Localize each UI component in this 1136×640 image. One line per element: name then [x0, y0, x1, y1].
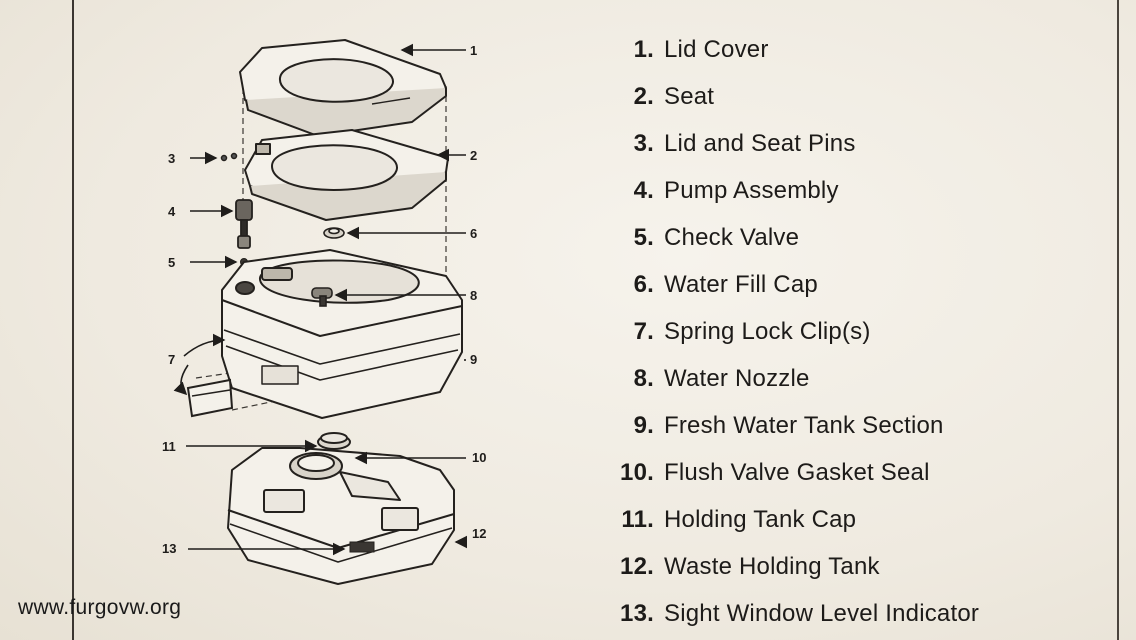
legend-item: 4. Pump Assembly [598, 167, 1108, 214]
part-pump-assembly [235, 199, 253, 249]
legend-item: 9. Fresh Water Tank Section [598, 402, 1108, 449]
legend-number: 6. [633, 270, 654, 298]
legend-label: Flush Valve Gasket Seal [664, 458, 930, 486]
legend-label: Check Valve [664, 223, 800, 251]
parts-legend: 1. Lid Cover 2. Seat 3. Lid and Seat Pins 4… [598, 26, 1108, 637]
legend-label: Water Nozzle [664, 364, 810, 392]
legend-label: Waste Holding Tank [664, 552, 880, 580]
part-sight-window [349, 541, 375, 553]
part-waste-holding-tank [227, 447, 455, 585]
legend-label: Lid and Seat Pins [664, 129, 856, 157]
legend-label: Water Fill Cap [664, 270, 818, 298]
callout-3: 3 [168, 151, 175, 166]
legend-label: Fresh Water Tank Section [664, 411, 944, 439]
legend-number: 5. [633, 223, 654, 251]
legend-number: 2. [633, 82, 654, 110]
legend-number: 10. [620, 458, 654, 486]
legend-item: 12. Waste Holding Tank [598, 543, 1108, 590]
legend-item: 13. Sight Window Level Indicator [598, 590, 1108, 637]
part-spring-lock-clip [186, 378, 234, 418]
legend-item: 7. Spring Lock Clip(s) [598, 308, 1108, 355]
legend-item: 5. Check Valve [598, 214, 1108, 261]
page-border-left [72, 0, 74, 640]
callout-1: 1 [470, 43, 477, 58]
legend-number: 9. [633, 411, 654, 439]
watermark: www.furgovw.org [18, 596, 182, 619]
legend-number: 11. [621, 505, 654, 533]
callout-12: 12 [472, 526, 486, 541]
legend-item: 2. Seat [598, 73, 1108, 120]
legend-item: 11. Holding Tank Cap [598, 496, 1108, 543]
legend-item: 1. Lid Cover [598, 26, 1108, 73]
callout-8: 8 [470, 288, 477, 303]
legend-item: 10. Flush Valve Gasket Seal [598, 449, 1108, 496]
part-pins [220, 152, 238, 162]
callout-7: 7 [168, 352, 175, 367]
callout-5: 5 [168, 255, 175, 270]
legend-label: Seat [664, 82, 715, 110]
legend-number: 3. [633, 129, 654, 157]
legend-number: 7. [633, 317, 654, 345]
legend-item: 6. Water Fill Cap [598, 261, 1108, 308]
legend-number: 13. [620, 599, 654, 627]
exploded-toilet-diagram: 1 2 3 4 5 6 7 8 9 10 11 12 13 [162, 39, 486, 585]
part-lid-cover [239, 39, 447, 137]
legend-label: Pump Assembly [664, 176, 839, 204]
callout-11: 11 [162, 439, 176, 454]
part-fresh-water-tank [221, 249, 463, 419]
legend-label: Lid Cover [664, 35, 769, 63]
callout-13: 13 [162, 541, 176, 556]
callout-4: 4 [168, 204, 176, 219]
legend-number: 12. [620, 552, 654, 580]
legend-number: 4. [633, 176, 654, 204]
part-seat [244, 129, 449, 221]
legend-label: Holding Tank Cap [664, 505, 857, 533]
legend-label: Sight Window Level Indicator [664, 599, 980, 627]
callout-10: 10 [472, 450, 486, 465]
legend-number: 1. [633, 35, 654, 63]
legend-item: 3. Lid and Seat Pins [598, 120, 1108, 167]
part-water-fill-cap [323, 227, 345, 239]
legend-label: Spring Lock Clip(s) [664, 317, 871, 345]
callout-6: 6 [470, 226, 477, 241]
part-holding-tank-cap [317, 432, 351, 450]
part-water-nozzle [311, 287, 333, 307]
legend-number: 8. [633, 364, 654, 392]
page-border-right [1117, 0, 1119, 640]
legend-item: 8. Water Nozzle [598, 355, 1108, 402]
callout-9: 9 [470, 352, 477, 367]
callout-2: 2 [470, 148, 477, 163]
